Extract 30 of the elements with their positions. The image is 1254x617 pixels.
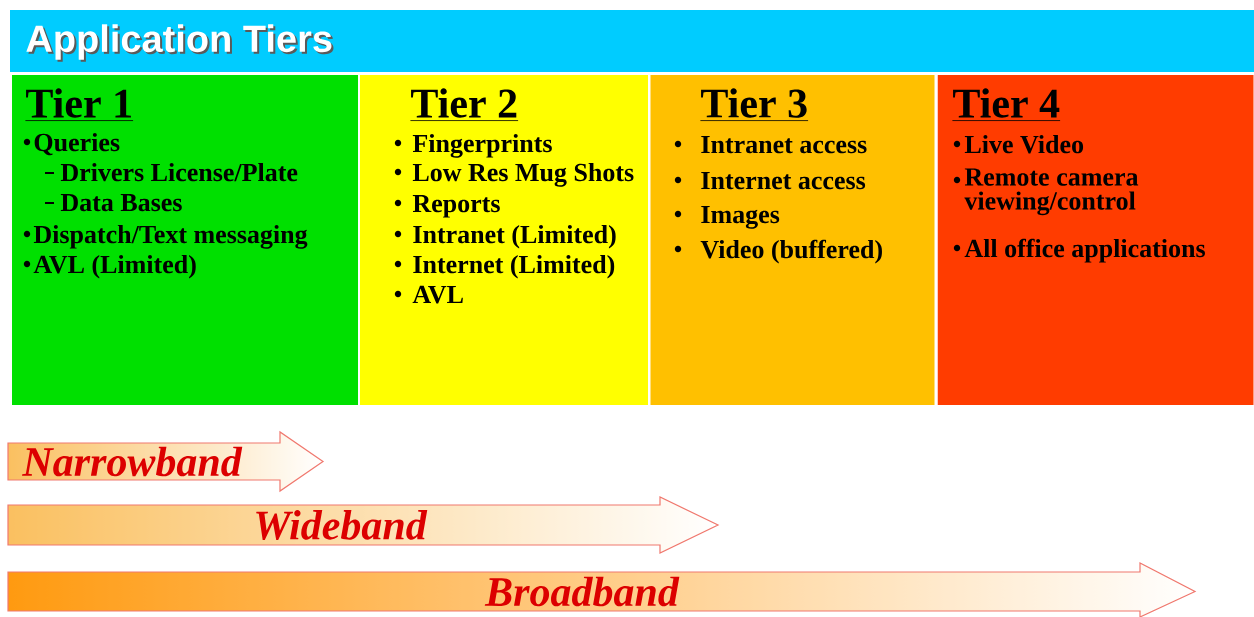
list-item: Dispatch/Text messaging [23,224,308,249]
list-item: Remote camera viewing/control [953,168,1139,216]
list-item: AVL [394,285,463,304]
tier-heading: Tier 3 [700,88,809,121]
bandwidth-banner: Wideband [7,496,720,554]
list-item: Internet (Limited) [394,254,615,279]
list-item: Internet access [674,171,866,190]
list-item: Data Bases [44,193,182,212]
list-item: Images [674,206,780,229]
bandwidth-banner: Narrowband [7,430,325,493]
list-item: Intranet (Limited) [394,224,616,249]
tier-heading: Tier 1 [25,88,134,121]
list-item: Live Video [953,134,1084,154]
list-item: Drivers License/Plate [44,162,298,182]
list-item: Intranet access [674,135,867,154]
tier-panel [360,75,648,405]
bandwidth-banner: Broadband [7,562,1197,617]
list-item: AVL (Limited) [23,254,196,279]
tier-heading: Tier 4 [952,88,1061,121]
list-item: Queries [23,132,120,156]
list-item: Reports [394,194,500,218]
list-item: Video (buffered) [674,239,882,264]
tier-panel [650,75,935,405]
title-band: Application Tiers [10,10,1254,72]
list-item: Fingerprints [394,133,552,158]
list-item: All office applications [953,238,1205,263]
tier-panel [12,75,358,405]
tier-heading: Tier 2 [410,88,519,121]
tier-panel [937,75,1254,405]
list-item: Low Res Mug Shots [394,162,634,187]
